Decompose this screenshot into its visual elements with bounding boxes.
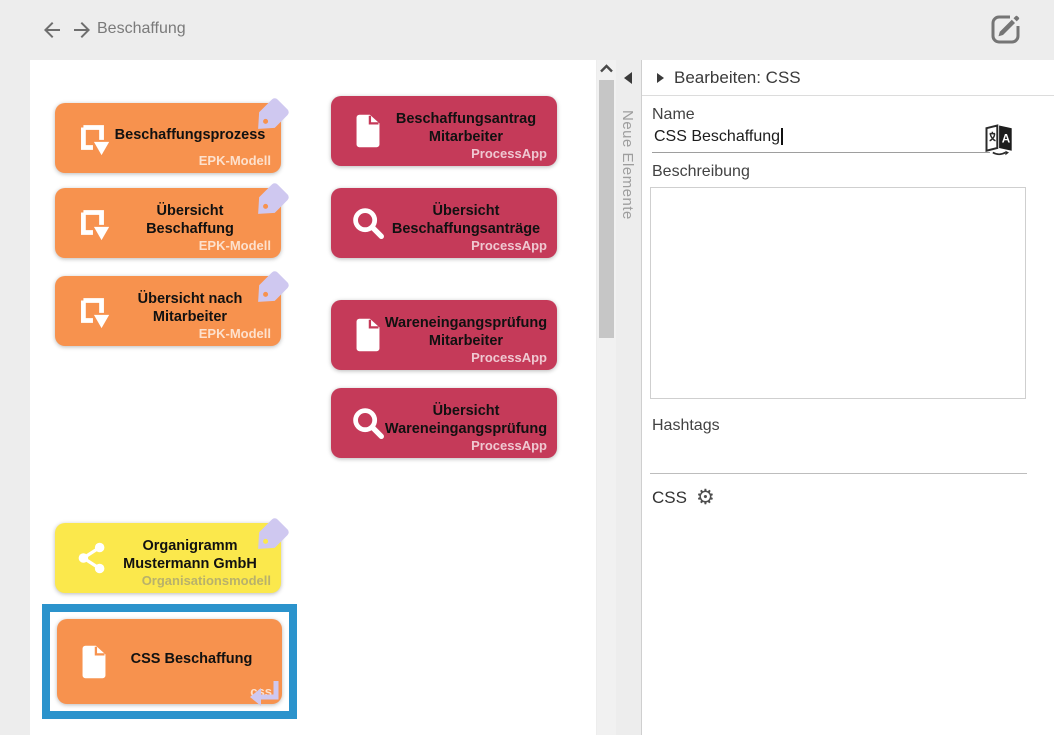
vertical-scrollbar[interactable] xyxy=(597,60,616,735)
tile-beschaffungsprozess[interactable]: Beschaffungsprozess EPK-Modell xyxy=(55,103,281,173)
tile-type-label: EPK-Modell xyxy=(198,326,271,341)
tile-type-label: ProcessApp xyxy=(471,438,547,453)
search-icon xyxy=(347,402,389,444)
hashtag-row: CSS ⚙ xyxy=(652,487,1054,508)
epk-model-icon xyxy=(71,290,113,332)
tile-type-label: Organisationsmodell xyxy=(141,573,271,588)
search-icon xyxy=(347,202,389,244)
chevron-up-icon[interactable] xyxy=(597,60,616,78)
tile-title: Übersicht nach Mitarbeiter xyxy=(137,291,243,325)
chevron-right-icon[interactable] xyxy=(657,72,664,83)
tile-wareneingangspruefung-mitarbeiter[interactable]: Wareneingangsprüfung Mitarbeiter Process… xyxy=(331,300,557,370)
tile-uebersicht-beschaffungsantraege[interactable]: Übersicht Beschaffungsanträge ProcessApp xyxy=(331,188,557,258)
editor-header: Bearbeiten: CSS xyxy=(642,60,1054,96)
tile-css-beschaffung-selected[interactable]: CSS Beschaffung css xyxy=(57,619,282,704)
epk-model-icon xyxy=(71,117,113,159)
top-bar: Beschaffung xyxy=(0,0,1054,60)
hashtags-input[interactable] xyxy=(650,473,1027,474)
tile-uebersicht-beschaffung[interactable]: Übersicht Beschaffung EPK-Modell xyxy=(55,188,281,258)
edit-compose-icon[interactable] xyxy=(986,9,1026,49)
tile-title: Organigramm Mustermann GmbH xyxy=(123,538,257,572)
tile-type-label: ProcessApp xyxy=(471,350,547,365)
hashtags-label: Hashtags xyxy=(652,417,720,434)
description-textarea[interactable] xyxy=(650,187,1026,399)
name-input[interactable]: CSS Beschaffung xyxy=(652,126,990,153)
tile-type-label: ProcessApp xyxy=(471,238,547,253)
tile-title: Beschaffungsantrag Mitarbeiter xyxy=(395,111,537,145)
editor-panel: Bearbeiten: CSS Name CSS Beschaffung Bes… xyxy=(642,60,1054,735)
tile-type-label: css xyxy=(250,684,272,699)
new-elements-tab: Neue Elemente xyxy=(616,60,641,735)
gear-icon[interactable]: ⚙ xyxy=(695,486,715,509)
back-arrow-icon[interactable] xyxy=(40,18,64,42)
tile-title: Wareneingangsprüfung Mitarbeiter xyxy=(384,315,548,349)
tile-title: Übersicht Beschaffungsanträge xyxy=(391,203,541,237)
new-elements-label[interactable]: Neue Elemente xyxy=(619,110,636,220)
document-icon xyxy=(347,314,389,356)
epk-model-icon xyxy=(71,202,113,244)
tile-organigramm-mustermann[interactable]: Organigramm Mustermann GmbH Organisation… xyxy=(55,523,281,593)
text-caret xyxy=(781,128,783,145)
name-input-value: CSS Beschaffung xyxy=(654,128,781,145)
tile-type-label: EPK-Modell xyxy=(198,238,271,253)
tile-title: Übersicht Wareneingangsprüfung xyxy=(384,403,548,437)
panel-divider xyxy=(641,60,642,735)
share-icon xyxy=(71,537,113,579)
tile-type-label: ProcessApp xyxy=(471,146,547,161)
tile-uebersicht-nach-mitarbeiter[interactable]: Übersicht nach Mitarbeiter EPK-Modell xyxy=(55,276,281,346)
name-label: Name xyxy=(652,106,695,123)
tile-title: Übersicht Beschaffung xyxy=(146,203,234,237)
model-canvas: Beschaffungsprozess EPK-Modell Übersicht… xyxy=(30,60,596,735)
tile-title: Beschaffungsprozess xyxy=(114,127,266,143)
hashtag-value: CSS xyxy=(652,487,687,507)
document-icon xyxy=(347,110,389,152)
scrollbar-thumb[interactable] xyxy=(599,80,614,338)
description-label: Beschreibung xyxy=(652,163,750,180)
document-icon xyxy=(73,641,115,683)
translate-icon[interactable] xyxy=(982,118,1018,160)
editor-header-title: Bearbeiten: CSS xyxy=(674,67,801,87)
breadcrumb-title: Beschaffung xyxy=(97,20,186,37)
tile-beschaffungsantrag-mitarbeiter[interactable]: Beschaffungsantrag Mitarbeiter ProcessAp… xyxy=(331,96,557,166)
tile-uebersicht-wareneingangspruefung[interactable]: Übersicht Wareneingangsprüfung ProcessAp… xyxy=(331,388,557,458)
forward-arrow-icon[interactable] xyxy=(70,18,94,42)
tile-title: CSS Beschaffung xyxy=(130,650,253,667)
chevron-left-icon[interactable] xyxy=(624,72,632,84)
tile-type-label: EPK-Modell xyxy=(198,153,271,168)
